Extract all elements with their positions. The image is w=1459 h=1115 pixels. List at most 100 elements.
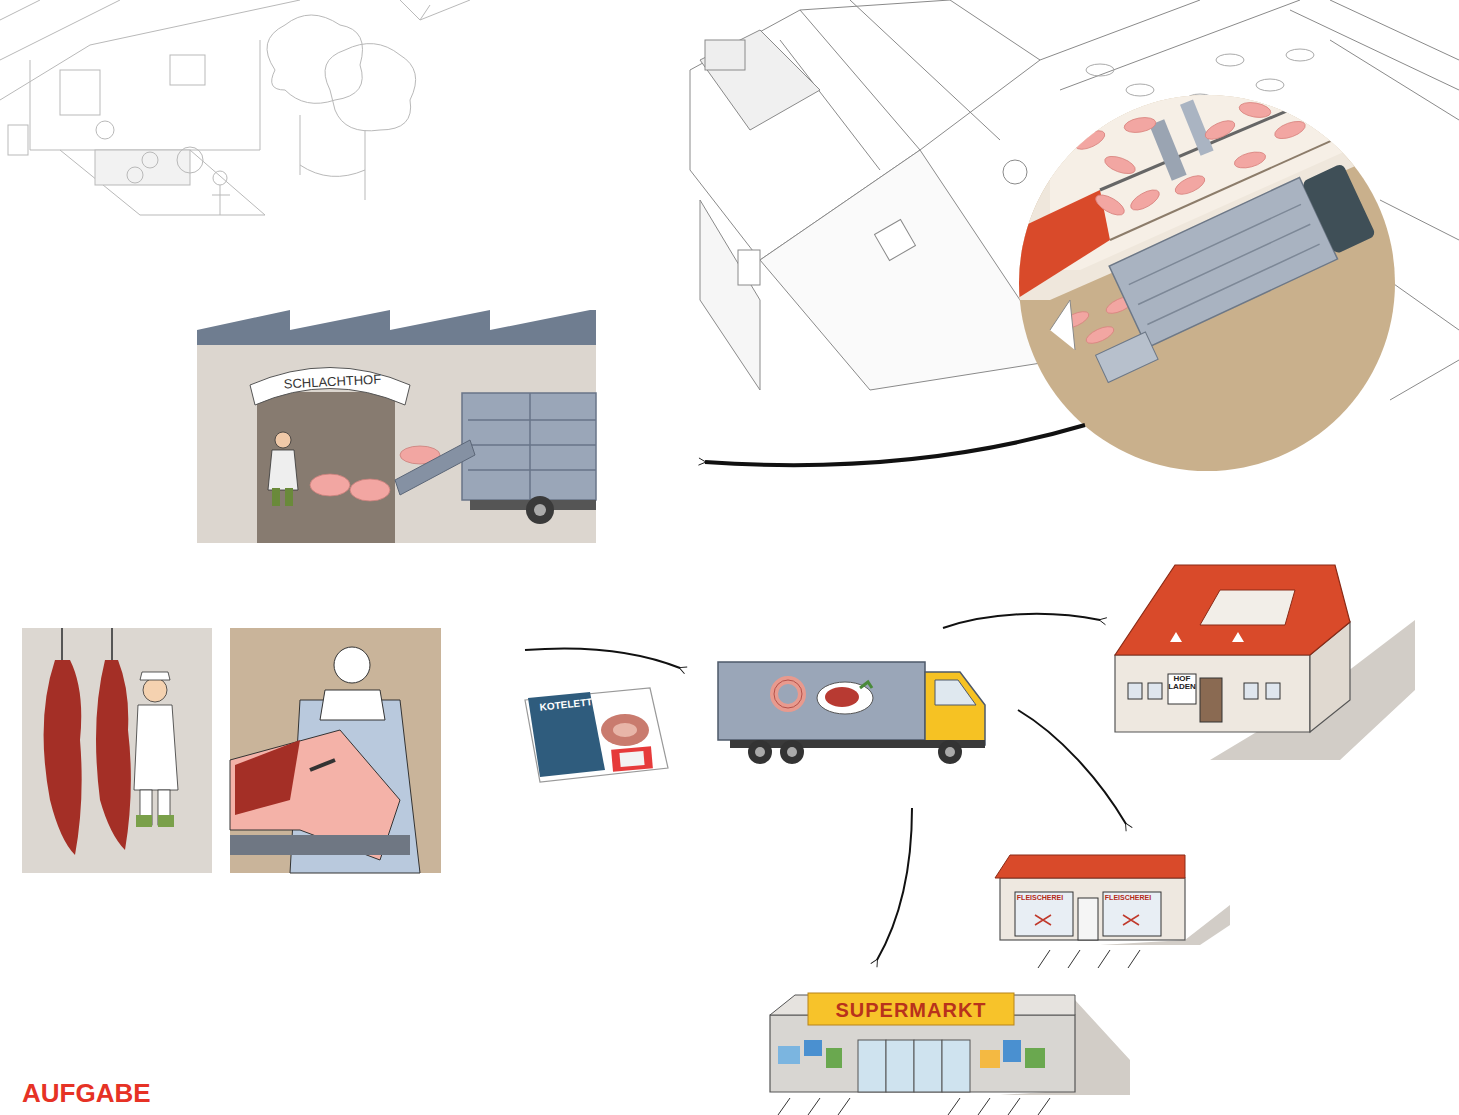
farm-shop-building — [1128, 683, 1142, 699]
barn-sketch — [875, 220, 916, 261]
node-text: SUPERMARKT — [808, 1000, 1014, 1021]
meat-package: KOTELETT — [520, 686, 670, 784]
inspection-panel — [158, 815, 174, 827]
butcher-panel — [230, 628, 441, 873]
supermarket-building — [808, 993, 1014, 1025]
farm-loading-scene — [1096, 332, 1159, 382]
slaughterhouse-scene — [350, 479, 390, 501]
farm-shop-building — [1115, 655, 1310, 732]
butcher-shop-building — [1078, 898, 1098, 940]
slaughterhouse-scene — [197, 310, 596, 543]
slaughterhouse-scene — [534, 504, 546, 516]
node-text: FLEISCHEREI — [1014, 894, 1066, 901]
delivery-truck — [718, 662, 925, 740]
flow-arrow — [1018, 710, 1126, 824]
slaughterhouse-scene — [257, 392, 395, 543]
flow-arrow — [877, 808, 912, 960]
farm-loading-scene — [1129, 204, 1320, 324]
butcher-panel — [320, 690, 385, 720]
node-text: SCHLACHTHOF — [255, 371, 411, 393]
butcher-panel — [235, 740, 300, 815]
inspection-panel — [136, 815, 152, 827]
farm-loading-scene — [1233, 149, 1268, 171]
farm-shop-building — [1200, 678, 1222, 722]
node-text: KOTELETT — [526, 696, 607, 715]
farm-loading-scene — [1273, 118, 1308, 142]
meat-package — [611, 746, 653, 771]
delivery-truck — [935, 680, 976, 705]
farm-loading-scene — [1313, 90, 1347, 120]
supermarket-building — [942, 1040, 970, 1092]
farm-loading-scene — [1084, 323, 1116, 347]
barn-sketch — [1003, 160, 1027, 184]
farmyard-sketch — [0, 0, 470, 215]
inspection-panel — [22, 628, 212, 873]
farmyard-sketch — [177, 147, 203, 173]
farmyard-sketch — [267, 15, 363, 103]
slaughterhouse-scene — [310, 474, 350, 496]
delivery-truck — [780, 740, 804, 764]
supermarket-building — [980, 1050, 1000, 1068]
butcher-shop: FLEISCHEREIFLEISCHEREI — [995, 852, 1233, 948]
farm-loading-scene — [1015, 190, 1110, 300]
farm-loading-scene — [1000, 80, 1459, 382]
worker-figure — [275, 432, 291, 448]
inspection-panel — [62, 628, 112, 660]
slaughterhouse-scene — [197, 310, 596, 345]
butcher-shop-building — [1038, 950, 1140, 968]
barn-sketch — [700, 200, 760, 390]
farm-shop-building — [1115, 565, 1415, 760]
supermarket-building — [804, 1040, 822, 1056]
butcher-shop-building — [995, 855, 1230, 968]
supermarket-building — [886, 1040, 914, 1092]
delivery-truck — [860, 682, 872, 688]
farmyard-sketch — [300, 115, 365, 200]
flow-arrow — [705, 425, 1085, 465]
meat-package — [619, 751, 644, 767]
slaughterhouse-scene — [250, 368, 410, 406]
farmyard-sketch — [400, 0, 470, 20]
butcher-panel — [230, 835, 410, 855]
inspection-panel — [134, 705, 178, 790]
farm-loading-scene — [1000, 80, 1459, 471]
supermarket-building — [778, 1046, 800, 1064]
inspection-panel — [44, 660, 82, 855]
farm-loading-scene — [1149, 119, 1186, 181]
barn-sketch — [1086, 64, 1114, 76]
delivery-truck — [755, 747, 765, 757]
barn-sketch — [1256, 79, 1284, 91]
farmyard-sketch — [8, 125, 28, 155]
slaughterhouse-scene — [197, 340, 596, 543]
delivery-truck — [945, 747, 955, 757]
slaughterhouse-scene — [462, 393, 596, 500]
farmyard-sketch — [95, 150, 190, 185]
flow-arrow — [525, 648, 680, 668]
butcher-shop-building — [1035, 915, 1139, 925]
delivery-truck — [774, 680, 802, 708]
farm-loading-scene — [1064, 158, 1385, 382]
farm-shop-building — [1148, 683, 1162, 699]
farm-loading-scene — [1238, 100, 1272, 119]
farm-loading-scene — [1050, 300, 1075, 350]
farm-loading-scene — [1109, 177, 1337, 347]
farmyard-sketch — [212, 185, 230, 215]
worker-figure — [272, 488, 280, 506]
farmyard-sketch — [142, 152, 158, 168]
butcher-shop-building — [1000, 878, 1185, 940]
farmyard-sketch — [127, 167, 143, 183]
barn-sketch — [738, 250, 760, 285]
farmyard-sketch — [170, 55, 205, 85]
farmyard-sketch — [325, 44, 416, 131]
farm-shop: HOF LADEN — [1110, 560, 1415, 738]
supermarket-building — [770, 1015, 1075, 1092]
supermarket-building: SUPERMARKT — [770, 993, 1080, 1095]
farm-shop-building — [1170, 632, 1244, 642]
slaughterhouse-scene — [468, 393, 596, 500]
farm-loading-scene — [1073, 127, 1108, 153]
farm-shop-building — [1266, 683, 1280, 699]
farm-shop-building — [1200, 590, 1295, 625]
farm-loading-scene — [1123, 115, 1157, 134]
farm-loading-scene — [1093, 191, 1128, 219]
